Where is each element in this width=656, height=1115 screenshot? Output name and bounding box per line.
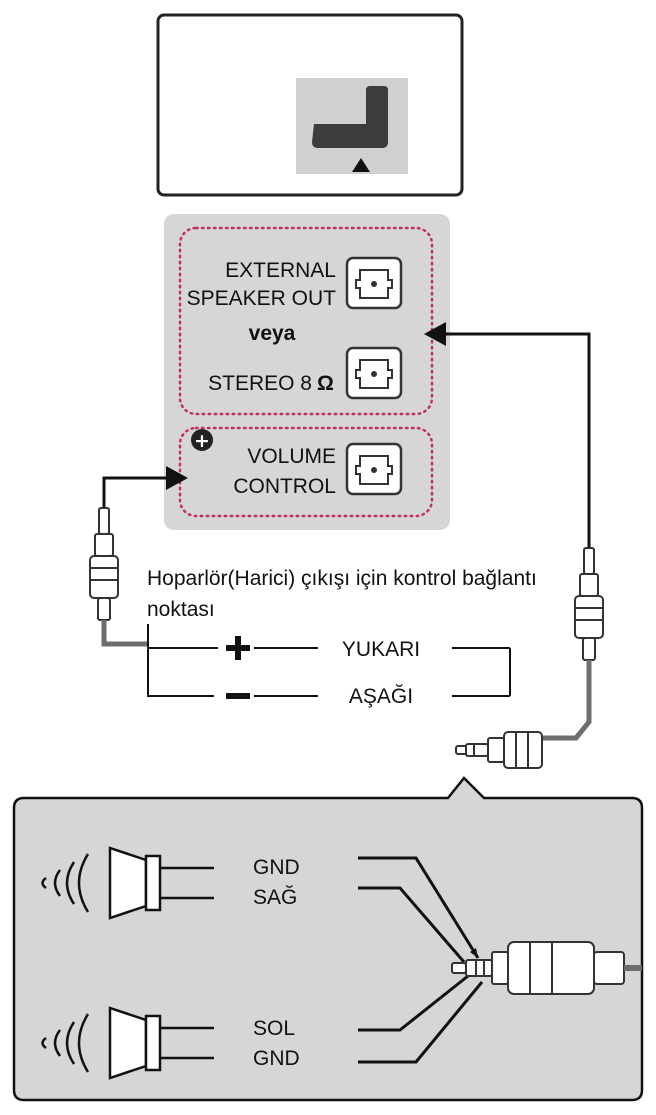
left-signal-wire	[102, 466, 188, 508]
left-plug	[89, 507, 119, 621]
port-shape-icon	[312, 86, 388, 148]
right-cable	[540, 660, 592, 741]
label-bottom-left: SOL	[253, 1017, 295, 1040]
headphone-plug-callout	[451, 941, 625, 995]
minus-sign-icon	[226, 693, 250, 699]
stereo-label: STEREO 8	[208, 372, 312, 395]
right-plug	[574, 547, 604, 661]
jack-stereo-8-ohm	[345, 346, 403, 400]
label-bottom-gnd: GND	[253, 1047, 300, 1070]
connection-panel: EXTERNAL SPEAKER OUT veya STEREO 8 Ω VOL…	[164, 214, 450, 530]
speaker-callout: GND SAĞ SOL GND	[12, 776, 644, 1102]
volume-label-line2: CONTROL	[233, 475, 336, 498]
external-label-line1: EXTERNAL	[225, 259, 336, 282]
headphone-plug-horizontal	[455, 731, 543, 769]
jack-external-speaker-out	[345, 256, 403, 310]
plus-sign-icon	[226, 636, 250, 660]
speaker-bottom-icon	[41, 1006, 162, 1080]
speaker-top-icon	[41, 846, 162, 920]
contact-pointer-lines	[358, 856, 484, 1064]
right-signal-wire	[424, 322, 591, 548]
tv-device	[156, 13, 464, 197]
caption-line2: noktası	[147, 598, 215, 621]
label-top-gnd: GND	[253, 856, 300, 879]
svg-text:+: +	[194, 430, 210, 452]
switch-wiring	[147, 624, 511, 697]
volume-control-group-border	[178, 426, 434, 518]
plus-circle-icon: +	[191, 429, 213, 452]
up-label: YUKARI	[342, 638, 420, 661]
arrow-right-icon	[166, 466, 188, 490]
triangle-up-icon	[352, 158, 370, 172]
jack-volume-control	[345, 442, 403, 496]
ohm-symbol: Ω	[317, 372, 334, 395]
volume-label-line1: VOLUME	[247, 445, 336, 468]
or-label: veya	[249, 322, 296, 345]
label-top-right: SAĞ	[253, 886, 297, 909]
external-label-line2: SPEAKER OUT	[187, 287, 337, 310]
down-label: AŞAĞI	[349, 685, 413, 708]
speaker-out-group-border	[178, 226, 434, 416]
arrow-left-icon	[424, 322, 446, 346]
left-cable	[101, 620, 148, 647]
caption-line1: Hoparlör(Harici) çıkışı için kontrol bağ…	[147, 567, 537, 590]
